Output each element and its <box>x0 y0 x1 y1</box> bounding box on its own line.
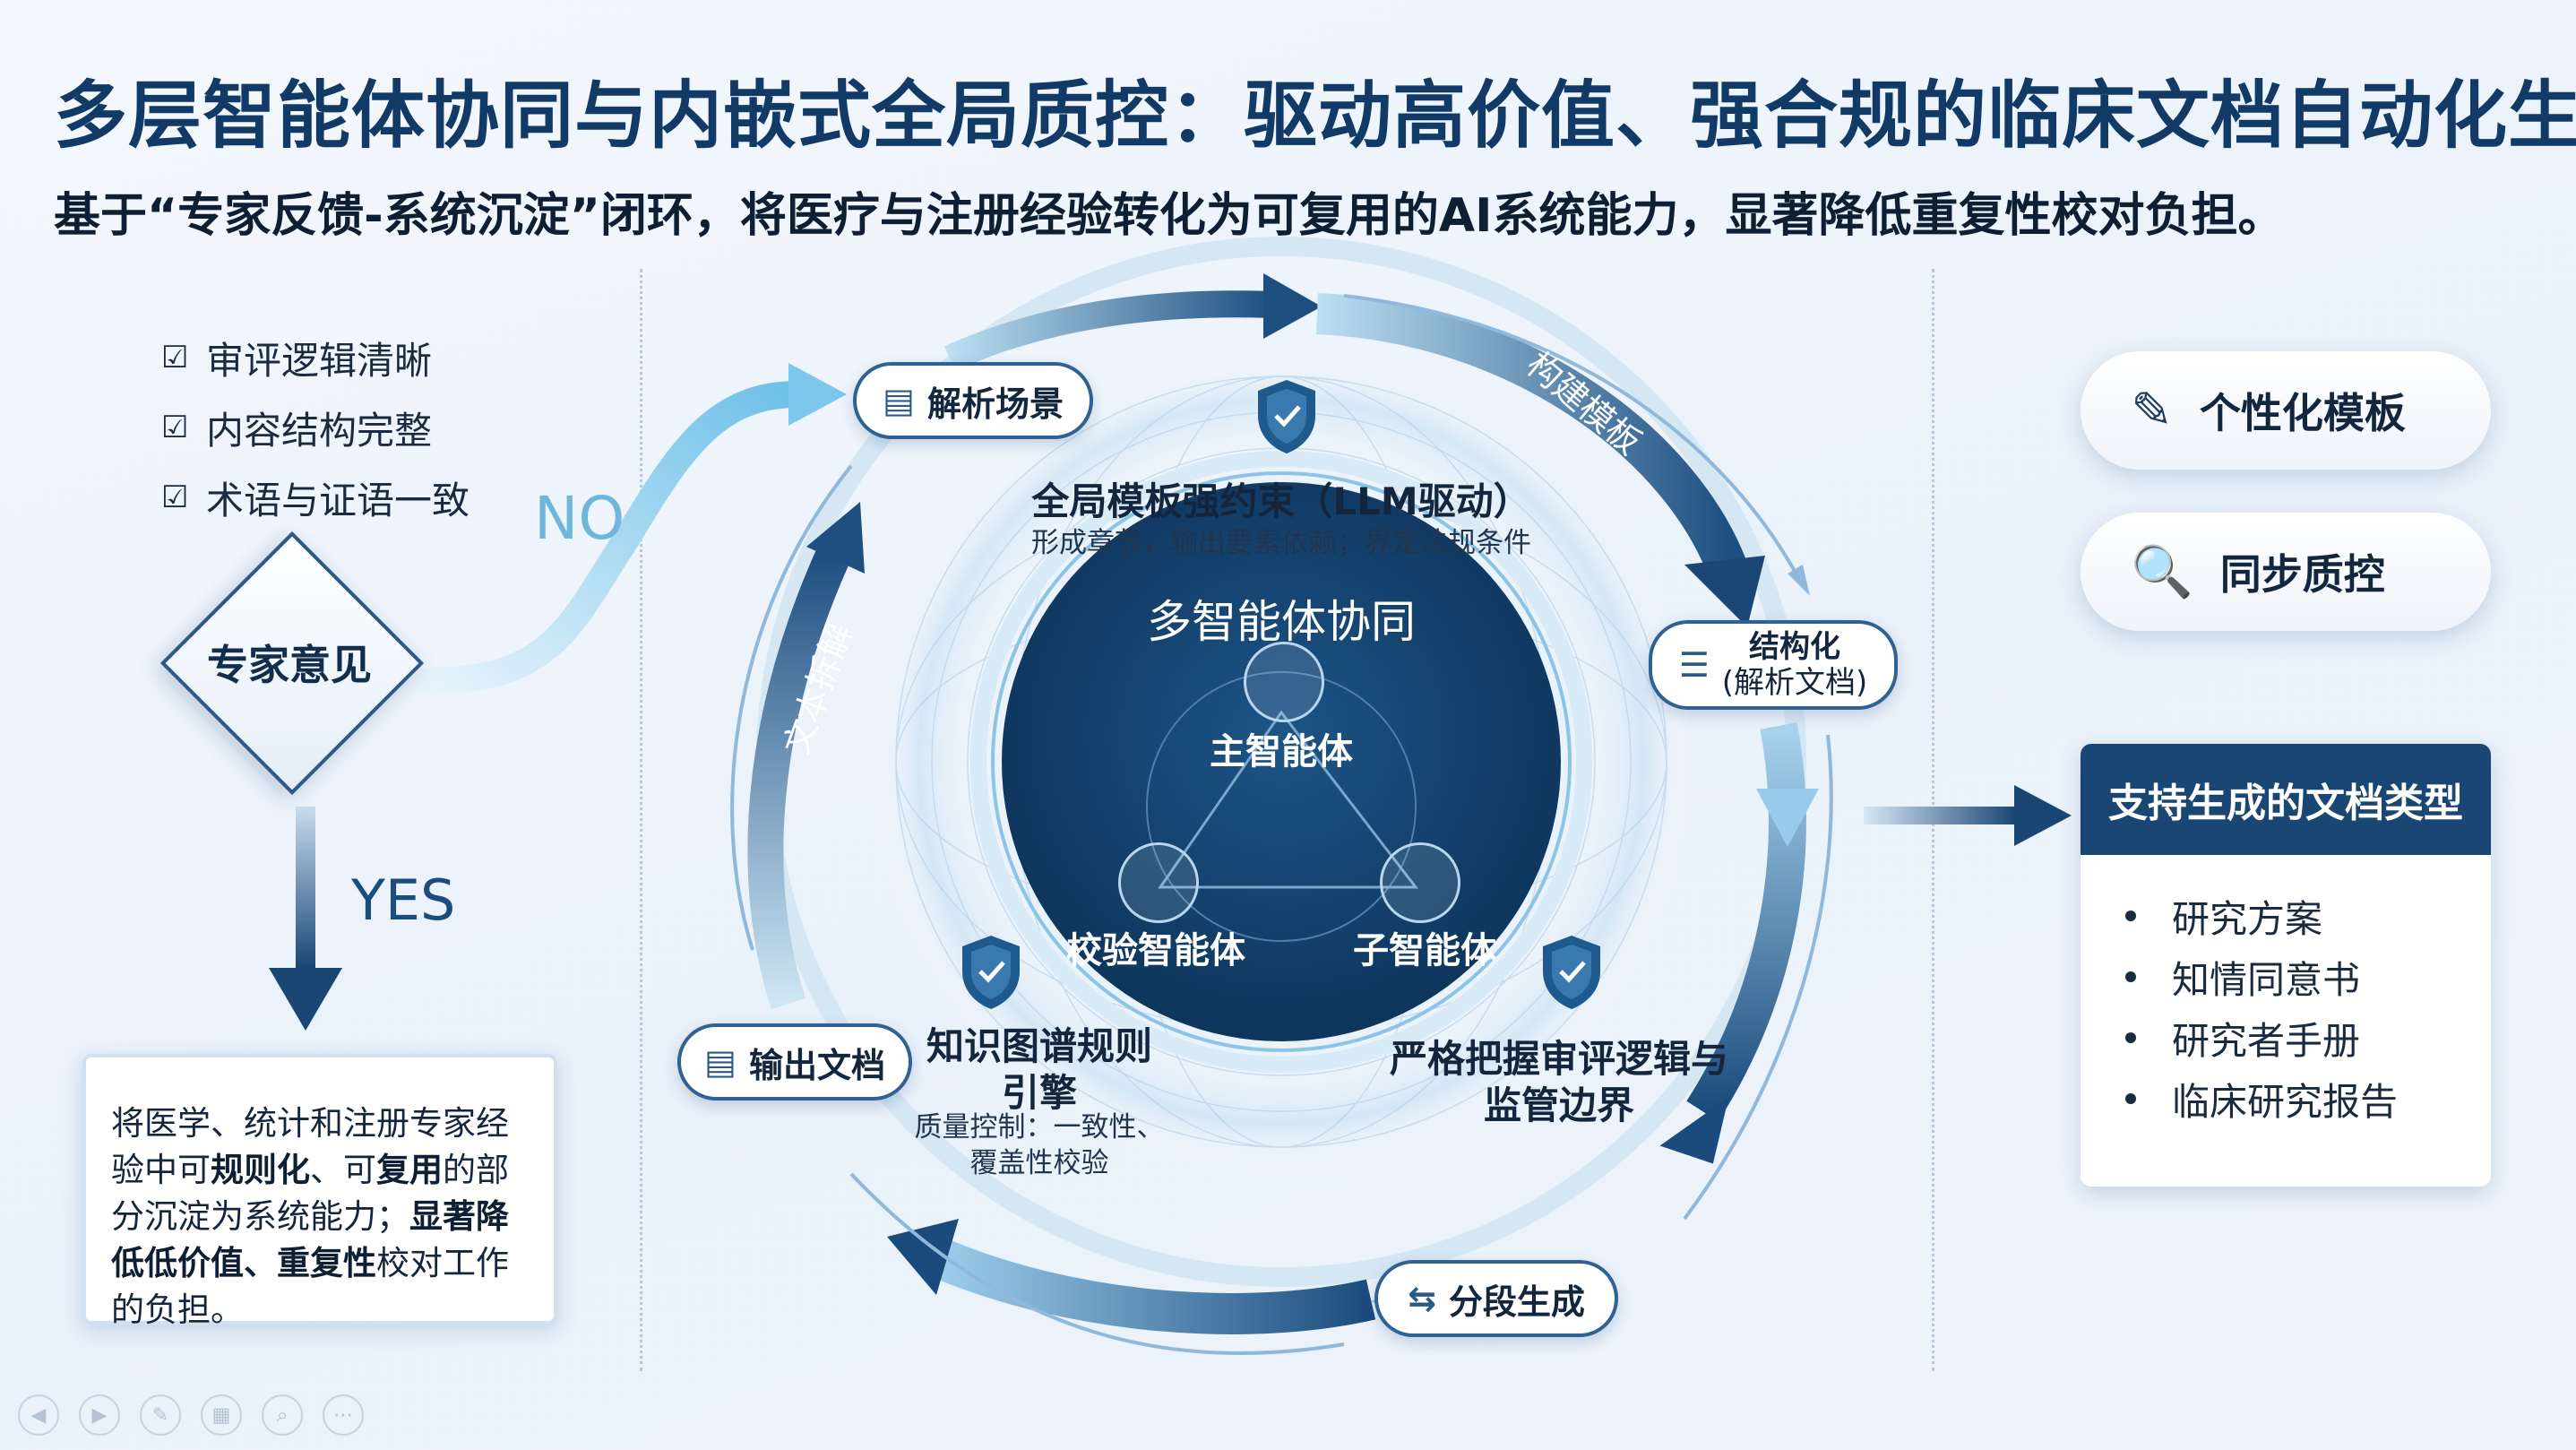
pen-icon[interactable]: ✎ <box>140 1394 181 1436</box>
global-template-desc: 形成章节，输出要素依赖；界定法规条件 <box>1031 527 1531 559</box>
criteria-item: ☑术语与证语一致 <box>161 478 470 522</box>
checkbox-icon: ☑ <box>161 479 189 515</box>
next-slide-icon[interactable]: ▶ <box>79 1394 120 1436</box>
expert-note: 将医学、统计和注册专家经验中可规则化、可复用的部分沉淀为系统能力；显著降低低价值… <box>82 1054 557 1329</box>
list-icon: ☰ <box>1678 645 1710 685</box>
checkbox-icon: ☑ <box>161 340 189 375</box>
bullet-icon <box>2125 911 2136 921</box>
feature-sync-qc: 🔍同步质控 <box>2081 513 2491 631</box>
network-icon <box>1380 842 1460 923</box>
page-subtitle: 基于“专家反馈-系统沉淀”闭环，将医疗与注册经验转化为可复用的AI系统能力，显著… <box>54 189 2285 243</box>
prev-slide-icon[interactable]: ◀ <box>18 1394 59 1436</box>
list-item: 研究者手册 <box>2125 1007 2491 1068</box>
yes-label: YES <box>351 867 456 933</box>
shield-check-icon <box>1543 936 1600 1009</box>
core-title: 多智能体协同 <box>1147 596 1416 648</box>
divider-left <box>640 269 642 1371</box>
check-agent-label: 校验智能体 <box>1066 930 1245 971</box>
step-segment-generate: ⇆分段生成 <box>1374 1260 1618 1337</box>
doc-check-icon <box>1118 842 1199 923</box>
criteria-item: ☑审评逻辑清晰 <box>161 338 433 383</box>
doc-types-panel: 支持生成的文档类型 研究方案 知情同意书 研究者手册 临床研究报告 <box>2081 744 2491 1187</box>
decision-label: 专家意见 <box>207 641 372 689</box>
slides-grid-icon[interactable]: ▦ <box>201 1394 242 1436</box>
step-structure: ☰ 结构化(解析文档) <box>1649 620 1898 710</box>
network-icon <box>1244 642 1324 722</box>
zoom-icon[interactable]: ⌕ <box>262 1394 303 1436</box>
magnify-doc-icon: 🔍 <box>2131 543 2193 601</box>
sort-icon: ⇆ <box>1408 1279 1436 1318</box>
criteria-item: ☑内容结构完整 <box>161 408 433 453</box>
shield-check-icon <box>962 936 1020 1009</box>
step-parse-scene: ▤解析场景 <box>853 362 1093 439</box>
checkbox-icon: ☑ <box>161 410 189 445</box>
pen-icon: ✎ <box>2131 381 2173 440</box>
shield-check-icon <box>1258 380 1315 453</box>
list-item: 研究方案 <box>2125 885 2491 946</box>
arrow-to-doc-types <box>1864 785 2072 846</box>
more-icon[interactable]: ⋯ <box>323 1394 364 1436</box>
feature-personalized-template: ✎个性化模板 <box>2081 351 2491 470</box>
main-agent-label: 主智能体 <box>1210 731 1353 772</box>
global-template-title: 全局模板强约束（LLM驱动） <box>1031 479 1531 523</box>
page-title: 多层智能体协同与内嵌式全局质控：驱动高价值、强合规的临床文档自动化生成 <box>54 73 2576 159</box>
step-output-document: ▤输出文档 <box>677 1023 912 1100</box>
bullet-icon <box>2125 1032 2136 1043</box>
bullet-icon <box>2125 971 2136 982</box>
no-label: NO <box>534 484 625 553</box>
knowledge-graph-desc: 质量控制：一致性、覆盖性校验 <box>914 1111 1165 1179</box>
criteria-checklist: ☑审评逻辑清晰 ☑内容结构完整 ☑术语与证语一致 <box>161 323 470 532</box>
document-icon: ▤ <box>883 381 915 420</box>
doc-types-title: 支持生成的文档类型 <box>2081 744 2491 855</box>
review-logic-title: 严格把握审评逻辑与监管边界 <box>1389 1037 1728 1127</box>
slideshow-toolbar: ◀ ▶ ✎ ▦ ⌕ ⋯ <box>18 1394 364 1436</box>
list-item: 临床研究报告 <box>2125 1068 2491 1129</box>
bullet-icon <box>2125 1093 2136 1104</box>
document-icon: ▤ <box>704 1042 737 1082</box>
sub-agent-label: 子智能体 <box>1353 930 1496 971</box>
doc-types-list: 研究方案 知情同意书 研究者手册 临床研究报告 <box>2081 855 2491 1129</box>
list-item: 知情同意书 <box>2125 946 2491 1007</box>
knowledge-graph-title: 知识图谱规则引擎 <box>926 1024 1152 1115</box>
